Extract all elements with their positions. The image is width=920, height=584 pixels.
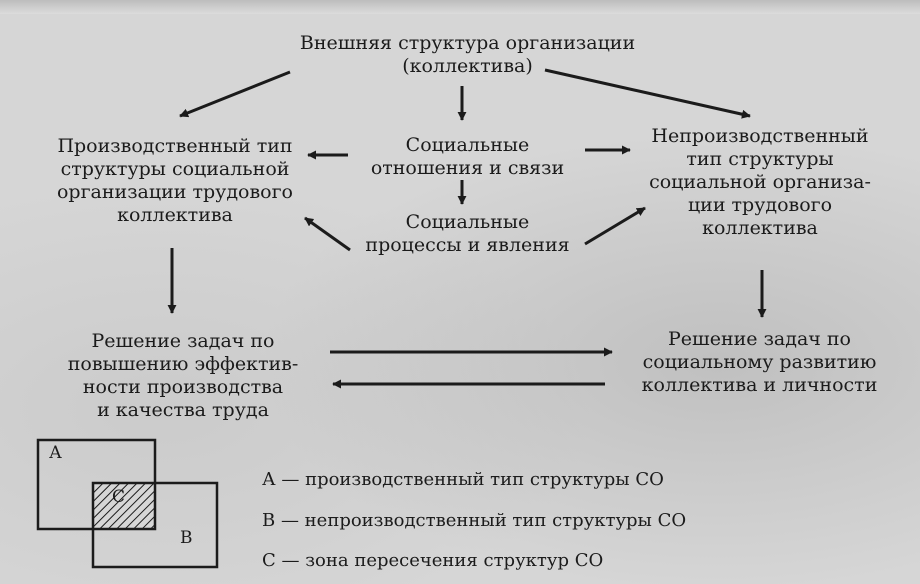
arrow-external-to-production [179,70,291,118]
node-production-type: Производственный тип структуры социально… [56,135,293,226]
node-social-processes: Социальные процессы и явления [365,211,570,256]
node-nonproduction-type: Непроизводственный тип структуры социаль… [649,125,871,239]
node-external-structure: Внешняя структура организации (коллектив… [299,32,636,77]
legend-label-a: А [49,443,62,463]
legend-label-b: В [180,528,193,548]
scan-top-band [0,0,920,14]
legend-label-c: С [112,487,126,507]
legend-item-b: В — непроизводственный тип структуры СО [262,510,687,531]
arrow-external-to-nonproduction [544,68,751,119]
legend-box-b [91,481,219,569]
legend-item-a: А — производственный тип структуры СО [262,469,664,490]
arrow-processes-to-production [304,216,351,252]
node-social-development-tasks: Решение задач по социальному развитию ко… [641,328,878,396]
node-social-relations: Социальные отношения и связи [370,134,565,179]
legend-item-c: С — зона пересечения структур СО [262,550,604,571]
arrow-processes-to-nonproduction [584,206,646,246]
node-efficiency-tasks: Решение задач по повышению эффектив- нос… [67,330,299,421]
legend-box-a [36,438,157,531]
